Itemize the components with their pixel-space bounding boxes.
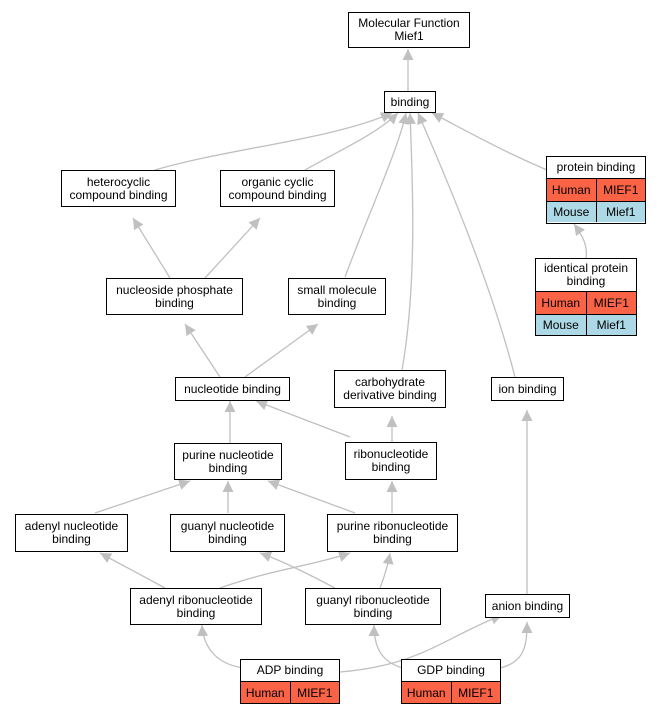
node-protein-binding-title: protein binding — [547, 157, 645, 179]
node-carbohydrate-derivative-binding[interactable]: carbohydrate derivative binding — [334, 370, 446, 408]
gene-row-human: Human MIEF1 — [536, 292, 636, 314]
node-molecular-function[interactable]: Molecular Function Mief1 — [348, 12, 470, 48]
node-guanyl-ribonucleotide-binding[interactable]: guanyl ribonucleotide binding — [305, 588, 441, 625]
edge-adenyl-ribonucleotide-to-purine-ribonucleotide — [219, 551, 351, 589]
edge-adenyl-ribonucleotide-to-adenyl-nucleotide — [99, 552, 166, 589]
node-identical-protein-binding[interactable]: identical protein binding Human MIEF1 Mo… — [535, 258, 637, 336]
gene-cell: Mief1 — [585, 315, 637, 335]
node-adp-binding[interactable]: ADP binding Human MIEF1 — [240, 659, 340, 704]
edge-nucleotide-to-nucleoside-phosphate — [184, 323, 221, 378]
gene-row-mouse: Mouse Mief1 — [536, 314, 636, 335]
edge-purine-ribonucleotide-to-purine-nucleotide — [267, 479, 356, 514]
species-cell: Mouse — [542, 318, 579, 332]
edge-gdp-to-guanyl-ribonucleotide — [368, 624, 404, 669]
node-ribonucleotide-binding[interactable]: ribonucleotide binding — [345, 442, 437, 480]
edge-adenyl-nucleotide-to-purine-nucleotide — [94, 479, 191, 514]
edge-protein-binding-to-binding — [431, 112, 548, 171]
gene-cell: MIEF1 — [450, 682, 501, 703]
node-gdp-binding-title: GDP binding — [402, 660, 500, 682]
species-cell: Human — [541, 296, 581, 310]
species-cell: Human — [406, 685, 446, 700]
edge-organic-cyclic-to-binding — [304, 112, 399, 171]
node-organic-cyclic-compound-binding[interactable]: organic cyclic compound binding — [220, 170, 335, 207]
edge-identical-protein-to-protein-binding — [573, 223, 588, 259]
species-cell: Human — [245, 685, 285, 700]
node-ion-binding[interactable]: ion binding — [491, 377, 564, 401]
edge-adp-to-anion-binding — [339, 614, 503, 673]
node-purine-nucleotide-binding[interactable]: purine nucleotide binding — [174, 443, 282, 480]
node-guanyl-nucleotide-binding[interactable]: guanyl nucleotide binding — [170, 514, 285, 552]
edge-adp-to-adenyl-ribonucleotide — [197, 624, 246, 669]
node-heterocyclic-compound-binding[interactable]: heterocyclic compound binding — [61, 170, 176, 207]
gene-row-mouse: Mouse Mief1 — [547, 201, 645, 222]
edge-guanyl-ribonucleotide-to-purine-ribonucleotide — [379, 552, 394, 589]
edge-heterocyclic-to-binding — [154, 112, 393, 171]
node-small-molecule-binding[interactable]: small molecule binding — [288, 278, 386, 315]
node-nucleoside-phosphate-binding[interactable]: nucleoside phosphate binding — [106, 278, 243, 315]
edge-nucleoside-phosphate-to-heterocyclic — [132, 217, 171, 279]
edge-ribonucleotide-to-nucleotide — [255, 399, 351, 438]
gene-cell: MIEF1 — [585, 292, 637, 314]
gene-cell: MIEF1 — [289, 682, 340, 703]
edge-carbohydrate-to-binding — [401, 112, 416, 371]
node-adenyl-ribonucleotide-binding[interactable]: adenyl ribonucleotide binding — [130, 588, 262, 625]
gene-row-human: Human MIEF1 — [547, 179, 645, 201]
species-cell: Mouse — [553, 205, 590, 219]
edge-nucleoside-phosphate-to-organic-cyclic — [204, 217, 261, 279]
node-adp-binding-title: ADP binding — [241, 660, 339, 682]
gene-row-human: Human MIEF1 — [241, 682, 339, 703]
species-cell: Human — [551, 183, 591, 197]
node-nucleotide-binding[interactable]: nucleotide binding — [175, 377, 290, 401]
node-binding[interactable]: binding — [384, 91, 436, 113]
node-gdp-binding[interactable]: GDP binding Human MIEF1 — [401, 659, 501, 704]
node-identical-protein-binding-title: identical protein binding — [536, 259, 636, 292]
edge-small-molecule-to-binding — [344, 112, 410, 278]
node-anion-binding[interactable]: anion binding — [485, 594, 570, 618]
edge-ion-binding-to-binding — [417, 112, 516, 378]
edge-guanyl-ribonucleotide-to-guanyl-nucleotide — [259, 551, 336, 589]
node-purine-ribonucleotide-binding[interactable]: purine ribonucleotide binding — [327, 514, 458, 552]
gene-row-human: Human MIEF1 — [402, 682, 500, 703]
node-protein-binding[interactable]: protein binding Human MIEF1 Mouse Mief1 — [546, 156, 646, 224]
gene-cell: MIEF1 — [595, 179, 646, 201]
edge-nucleotide-to-small-molecule — [244, 323, 319, 378]
node-adenyl-nucleotide-binding[interactable]: adenyl nucleotide binding — [15, 514, 128, 552]
edge-gdp-to-anion-binding — [499, 621, 533, 669]
gene-cell: Mief1 — [595, 202, 646, 222]
